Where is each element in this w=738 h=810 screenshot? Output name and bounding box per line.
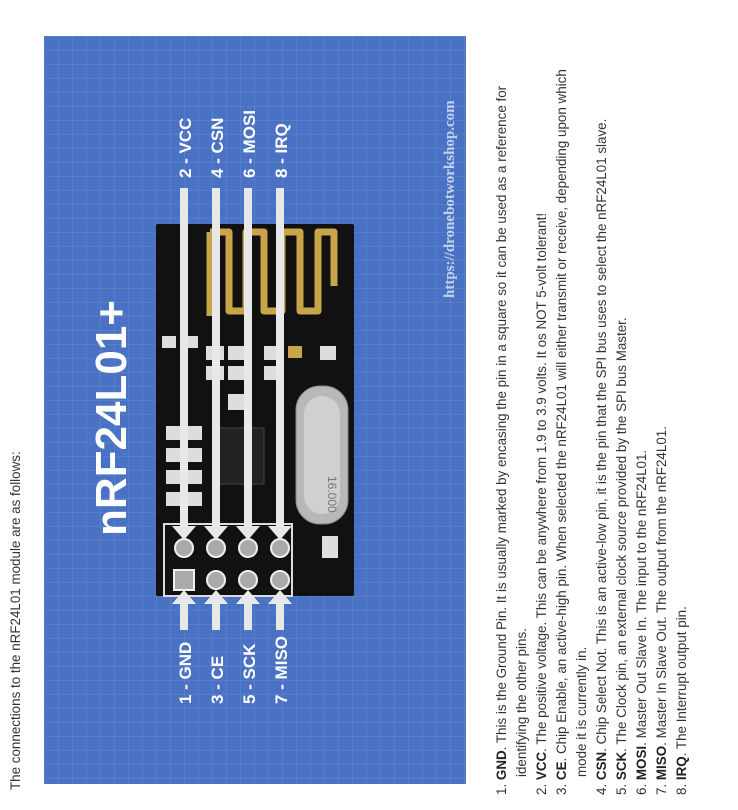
list-item: 6. MOSI. Master Out Slave In. The input … bbox=[634, 449, 649, 795]
intro-text: The connections to the nRF24L01 module a… bbox=[8, 451, 23, 790]
bottom-pin-arrows bbox=[172, 590, 292, 630]
crystal-label: 16.000 bbox=[325, 476, 339, 513]
label-vcc: 2 - VCC bbox=[176, 118, 195, 178]
top-pin-arrows bbox=[172, 188, 292, 540]
pcb-board: 16.000 bbox=[156, 224, 354, 597]
label-ce: 3 - CE bbox=[208, 656, 227, 704]
pin-name-irq: IRQ bbox=[674, 756, 689, 781]
pin-description-list: 1. GND. This is the Ground Pin. It is us… bbox=[492, 35, 692, 795]
label-mosi: 6 - MOSI bbox=[240, 110, 259, 178]
pin-name-vcc: VCC bbox=[534, 751, 549, 781]
label-irq: 8 - IRQ bbox=[272, 123, 291, 178]
list-item: 3. CE. Chip Enable, an active-high pin. … bbox=[554, 69, 589, 795]
list-item: 7. MISO. Master In Slave Out. The output… bbox=[654, 426, 669, 795]
list-item: 2. VCC. The positive voltage. This can b… bbox=[534, 212, 549, 795]
pin-name-mosi: MOSI bbox=[634, 745, 649, 781]
list-item: 5. SCK. The Clock pin, an external clock… bbox=[614, 317, 629, 795]
label-sck: 5 - SCK bbox=[240, 643, 259, 704]
label-csn: 4 - CSN bbox=[208, 118, 227, 178]
nrf24l01-pinout-image: nRF24L01+ https://dronebotworkshop.com bbox=[44, 36, 466, 784]
pin-name-csn: CSN bbox=[594, 751, 609, 781]
pin-name-gnd: GND bbox=[494, 750, 509, 781]
pin-name-ce: CE bbox=[554, 761, 569, 781]
image-url: https://dronebotworkshop.com bbox=[442, 100, 458, 298]
pin-name-sck: SCK bbox=[614, 751, 629, 781]
label-gnd: 1 - GND bbox=[176, 642, 195, 704]
pin-name-miso: MISO bbox=[654, 745, 669, 781]
list-item: 8. IRQ. The Interrupt output pin. bbox=[674, 606, 689, 795]
label-miso: 7 - MISO bbox=[272, 636, 291, 704]
list-item: 4. CSN. Chip Select Not. This is an acti… bbox=[594, 118, 609, 795]
image-title: nRF24L01+ bbox=[87, 300, 136, 536]
list-item: 1. GND. This is the Ground Pin. It is us… bbox=[494, 85, 529, 795]
